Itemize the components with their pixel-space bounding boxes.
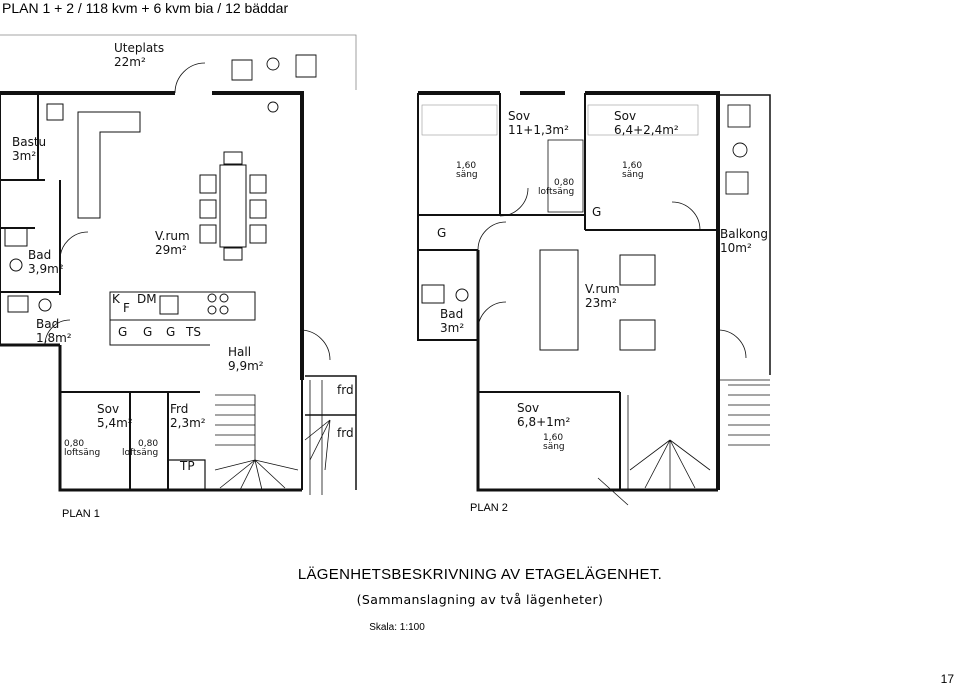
- description-title: LÄGENHETSBESKRIVNING AV ETAGELÄGENHET.: [297, 566, 663, 583]
- hall-label: Hall: [228, 345, 251, 359]
- bastu-area: 3m²: [12, 149, 36, 163]
- mark-g3: G: [166, 325, 175, 339]
- sov3-label: Sov: [517, 401, 539, 415]
- sov1-label: Sov: [508, 109, 530, 123]
- bed1-size: 0,80: [64, 439, 84, 449]
- mark-g1: G: [118, 325, 127, 339]
- mark-g-plan2-b: G: [592, 205, 601, 219]
- plan-1-drawing: [0, 34, 357, 495]
- scale-label: Skala: 1:100: [369, 622, 425, 633]
- bastu-label: Bastu: [12, 135, 46, 149]
- vrum1-label: V.rum: [155, 229, 190, 243]
- bed5-type: säng: [622, 170, 644, 180]
- description-subtitle: (Sammanslagning av två lägenheter): [356, 592, 604, 607]
- mark-g-plan2-a: G: [437, 226, 446, 240]
- frd-area: 2,3m²: [170, 416, 206, 430]
- sov-plan1-area: 5,4m²: [97, 416, 133, 430]
- mark-g2: G: [143, 325, 152, 339]
- sov-plan1-label: Sov: [97, 402, 119, 416]
- bad2-area: 1,8m²: [36, 331, 72, 345]
- sov2-area: 6,4+2,4m²: [614, 123, 679, 137]
- balkong-label: Balkong: [720, 227, 768, 241]
- bed3-size: 1,60: [456, 161, 476, 171]
- bed2-size: 0,80: [138, 439, 158, 449]
- balkong-area: 10m²: [720, 241, 752, 255]
- mark-tp: TP: [179, 459, 195, 473]
- uteplats-area: 22m²: [114, 55, 146, 69]
- mark-frd-a: frd: [337, 383, 354, 397]
- bed6-type: säng: [543, 442, 565, 452]
- mark-frd-b: frd: [337, 426, 354, 440]
- sov1-area: 11+1,3m²: [508, 123, 569, 137]
- bed6-size: 1,60: [543, 433, 563, 443]
- vrum1-area: 29m²: [155, 243, 187, 257]
- bad3-area: 3m²: [440, 321, 464, 335]
- sov2-label: Sov: [614, 109, 636, 123]
- sov3-area: 6,8+1m²: [517, 415, 570, 429]
- mark-f: F: [123, 301, 130, 315]
- vrum2-area: 23m²: [585, 296, 617, 310]
- plan-1-label: PLAN 1: [62, 508, 100, 520]
- mark-k: K: [112, 292, 121, 306]
- plan-2-label: PLAN 2: [470, 502, 508, 514]
- bad1-area: 3,9m²: [28, 262, 64, 276]
- hall-area: 9,9m²: [228, 359, 264, 373]
- bed4-type: loftsäng: [538, 187, 574, 197]
- bed2-type: loftsäng: [122, 448, 158, 458]
- page-number: 17: [940, 672, 954, 686]
- bad1-label: Bad: [28, 248, 51, 262]
- uteplats-label: Uteplats: [114, 41, 164, 55]
- plan-2-drawing: [417, 91, 771, 506]
- mark-dm: DM: [137, 292, 157, 306]
- bad3-label: Bad: [440, 307, 463, 321]
- frd-label: Frd: [170, 402, 188, 416]
- page-title: PLAN 1 + 2 / 118 kvm + 6 kvm bia / 12 bä…: [2, 0, 289, 16]
- vrum2-label: V.rum: [585, 282, 620, 296]
- bed1-type: loftsäng: [64, 448, 100, 458]
- bed3-type: säng: [456, 170, 478, 180]
- bad2-label: Bad: [36, 317, 59, 331]
- bed4-size: 0,80: [554, 178, 574, 188]
- bed5-size: 1,60: [622, 161, 642, 171]
- mark-ts: TS: [185, 325, 201, 339]
